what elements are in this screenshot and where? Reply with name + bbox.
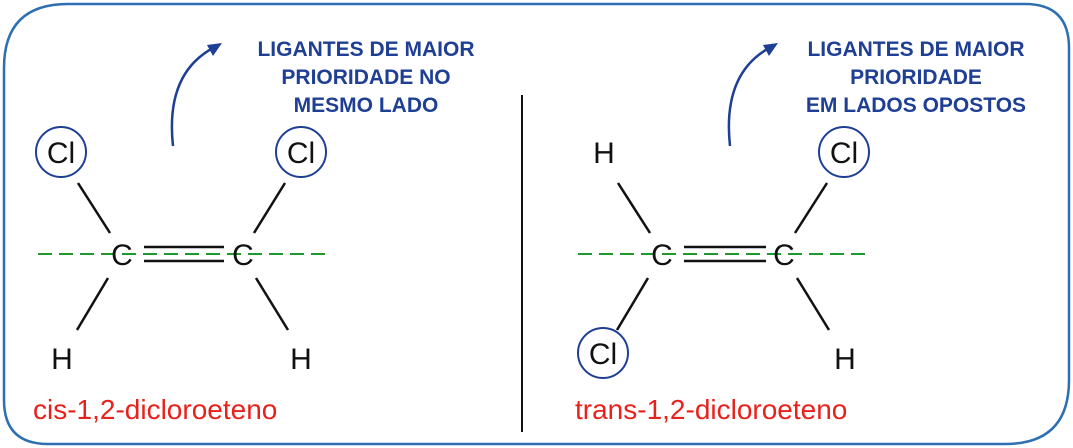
atom-c-right: C (773, 239, 795, 272)
priority-circle (275, 126, 327, 178)
single-bond (795, 277, 831, 331)
arrowhead (207, 43, 222, 56)
single-bond (252, 182, 287, 234)
annotation-line-3: EM LADOS OPOSTOS (806, 94, 1026, 117)
single-bond (615, 277, 650, 331)
annotation-line-1: LIGANTES DE MAIOR (807, 38, 1024, 61)
single-bond (254, 277, 290, 331)
annotation-line-2: PRIORIDADE NO (281, 66, 450, 89)
atom-c-left: C (111, 239, 133, 272)
priority-circle (35, 126, 87, 178)
atom-h-bottom-left: H (51, 343, 73, 376)
annotation-line-3: MESMO LADO (294, 94, 439, 117)
atom-h-top-left: H (593, 137, 615, 170)
annotation-arrow (727, 46, 770, 147)
annotation-arrow (170, 46, 214, 147)
single-bond (76, 182, 112, 234)
single-bond (793, 182, 829, 234)
atom-c-right: C (232, 239, 254, 272)
atom-cl-top-right: Cl (287, 137, 315, 170)
trans-panel: LIGANTES DE MAIOR PRIORIDADE EM LADOS OP… (575, 38, 1026, 425)
atom-cl-top-right: Cl (830, 137, 858, 170)
single-bond (616, 182, 652, 234)
atom-c-left: C (651, 239, 673, 272)
atom-h-bottom-right: H (834, 343, 856, 376)
cis-panel: LIGANTES DE MAIOR PRIORIDADE NO MESMO LA… (33, 38, 475, 425)
compound-name-trans: trans-1,2-dicloroeteno (575, 394, 847, 425)
atom-cl-top-left: Cl (47, 137, 75, 170)
arrowhead (763, 43, 778, 56)
single-bond (75, 277, 110, 331)
compound-name-cis: cis-1,2-dicloroeteno (33, 394, 277, 425)
atom-cl-bottom-left: Cl (589, 338, 617, 371)
atom-h-bottom-right: H (290, 343, 312, 376)
annotation-line-1: LIGANTES DE MAIOR (257, 38, 474, 61)
priority-circle (818, 126, 870, 178)
priority-circle (577, 327, 629, 379)
annotation-line-2: PRIORIDADE (850, 66, 982, 89)
